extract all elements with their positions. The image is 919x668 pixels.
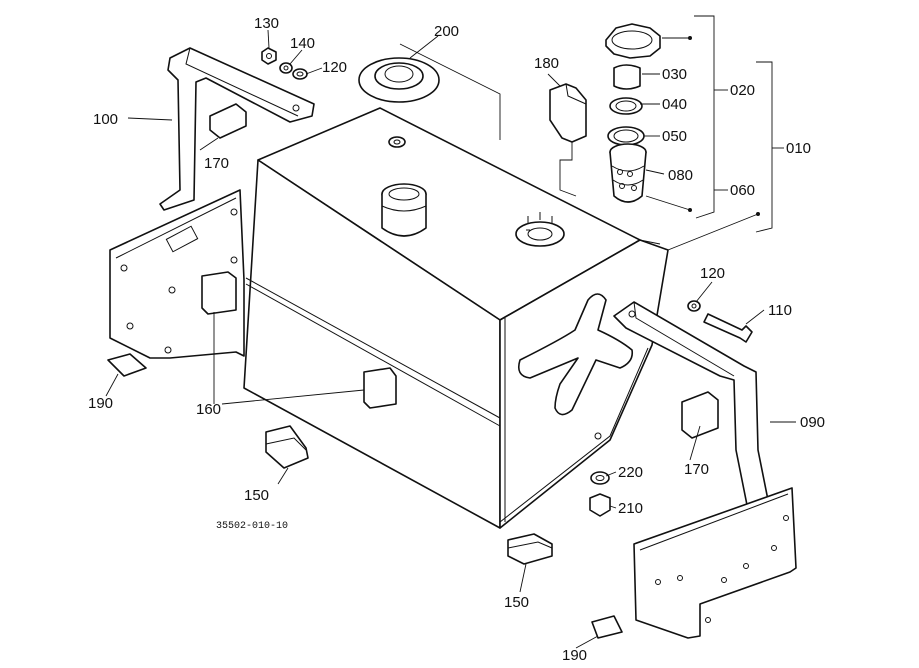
callout-210: 210 [618, 500, 643, 517]
callout-160: 160 [196, 401, 221, 418]
strainer-080 [609, 143, 647, 203]
callout-040: 040 [662, 96, 687, 113]
callout-170-right: 170 [684, 461, 709, 478]
callout-050: 050 [662, 128, 687, 145]
drawing-code: 35502-010-10 [216, 521, 288, 532]
rubber-190-right [591, 615, 623, 639]
callout-200: 200 [434, 23, 459, 40]
callout-110: 110 [768, 302, 792, 319]
cap-020 [605, 23, 661, 59]
callout-150-left: 150 [244, 487, 269, 504]
callout-090: 090 [800, 414, 825, 431]
ring-040 [609, 97, 643, 115]
pad-170-right [681, 391, 719, 439]
callout-220: 220 [618, 464, 643, 481]
callout-130: 130 [254, 15, 279, 32]
nut-130 [261, 47, 277, 65]
pad-180 [549, 83, 587, 143]
fuel-tank [243, 107, 669, 529]
callout-100: 100 [93, 111, 118, 128]
bolt-110 [703, 313, 753, 343]
rubber-150-right [507, 533, 553, 565]
washer-220 [590, 471, 610, 485]
callout-labels: 100 130 140 120 200 180 030 040 050 080 … [88, 15, 825, 664]
callout-080: 080 [668, 167, 693, 184]
callout-010: 010 [786, 140, 811, 157]
washer-120-top [292, 68, 308, 80]
gasket-030 [613, 64, 641, 90]
left-bracket-plate [109, 189, 245, 359]
callout-120-right: 120 [700, 265, 725, 282]
callout-190-right: 190 [562, 647, 587, 664]
left-strap-100 [159, 47, 315, 211]
rubber-190-left [107, 353, 147, 377]
grommet-200 [358, 57, 440, 103]
callout-170-left: 170 [204, 155, 229, 172]
rubber-150-left [265, 425, 309, 469]
callout-020: 020 [730, 82, 755, 99]
washer-140 [279, 62, 293, 74]
callout-190-left: 190 [88, 395, 113, 412]
pad-170-left [209, 103, 247, 139]
leader-lines [105, 15, 796, 649]
callout-180: 180 [534, 55, 559, 72]
callout-030: 030 [662, 66, 687, 83]
pad-160-front [363, 367, 397, 409]
ring-050 [607, 126, 645, 146]
drain-plug-210 [589, 493, 611, 517]
callout-150-right: 150 [504, 594, 529, 611]
pad-160-left [201, 271, 237, 315]
callout-060: 060 [730, 182, 755, 199]
right-bracket-plate [633, 487, 797, 639]
callout-140: 140 [290, 35, 315, 52]
washer-120-right [687, 300, 701, 312]
callout-120-top: 120 [322, 59, 347, 76]
